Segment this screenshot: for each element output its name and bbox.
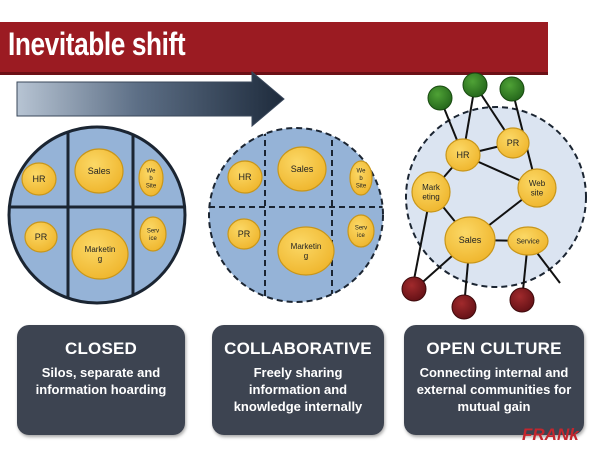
card-title: COLLABORATIVE — [224, 339, 372, 358]
collaborative-node-hr: HR — [227, 160, 263, 194]
closed-node-pr: PR — [24, 221, 58, 253]
closed-node-sales: Sales — [74, 148, 124, 194]
department-node — [444, 216, 496, 264]
external-node-red — [451, 294, 477, 320]
external-node-green — [499, 76, 525, 102]
closed-boundary — [7, 125, 187, 305]
external-node-green — [462, 72, 488, 98]
department-node — [74, 148, 124, 194]
open-node-pr: PR — [496, 127, 530, 159]
external-node-red — [401, 276, 427, 302]
department-node — [24, 221, 58, 253]
card-title: CLOSED — [64, 339, 138, 358]
collaborative-boundary — [208, 127, 384, 303]
department-label: Sales — [291, 164, 314, 174]
closed-node-hr: HR — [21, 162, 57, 196]
department-label: HR — [457, 150, 470, 160]
open-node-sales: Sales — [444, 216, 496, 264]
collaborative-node-sales: Sales — [277, 146, 327, 192]
department-label: PR — [238, 229, 251, 239]
department-label: Sales — [459, 235, 482, 245]
department-node — [517, 168, 557, 208]
shift-arrow — [16, 70, 285, 128]
department-node — [411, 171, 451, 213]
department-label: PR — [35, 232, 48, 242]
department-node — [496, 127, 530, 159]
card-open-culture: OPEN CULTURE Connecting internal and ext… — [404, 325, 584, 435]
department-node — [347, 214, 375, 248]
card-collaborative: COLLABORATIVE Freely sharing information… — [212, 325, 384, 435]
department-node — [277, 146, 327, 192]
department-node — [21, 162, 57, 196]
card-description: Silos, separate and information hoarding — [35, 365, 167, 397]
frank-logo: FRANk — [522, 425, 579, 444]
department-label: PR — [507, 138, 520, 148]
department-label: HR — [239, 172, 252, 182]
department-node — [139, 216, 167, 252]
department-node — [71, 228, 129, 280]
collaborative-node-pr: PR — [227, 218, 261, 250]
department-label: Service — [516, 238, 539, 245]
external-node-green — [427, 85, 453, 111]
open-node-service: Service — [507, 226, 549, 256]
department-node — [138, 159, 164, 197]
title-banner: Inevitable shift — [0, 22, 548, 75]
department-label: HR — [33, 174, 46, 184]
card-closed: CLOSED Silos, separate and information h… — [17, 325, 185, 435]
department-node — [445, 138, 481, 172]
department-node — [507, 226, 549, 256]
external-node-red — [509, 287, 535, 313]
department-node — [227, 218, 261, 250]
department-node — [227, 160, 263, 194]
department-node — [349, 160, 373, 196]
card-description: Connecting internal and external communi… — [416, 365, 572, 414]
external-community-nodes — [401, 72, 535, 320]
open-node-hr: HR — [445, 138, 481, 172]
card-title: OPEN CULTURE — [426, 339, 562, 358]
department-node — [277, 226, 335, 276]
card-description: Freely sharing information and knowledge… — [233, 365, 363, 414]
department-label: Sales — [88, 166, 111, 176]
page-title: Inevitable shift — [8, 26, 186, 62]
